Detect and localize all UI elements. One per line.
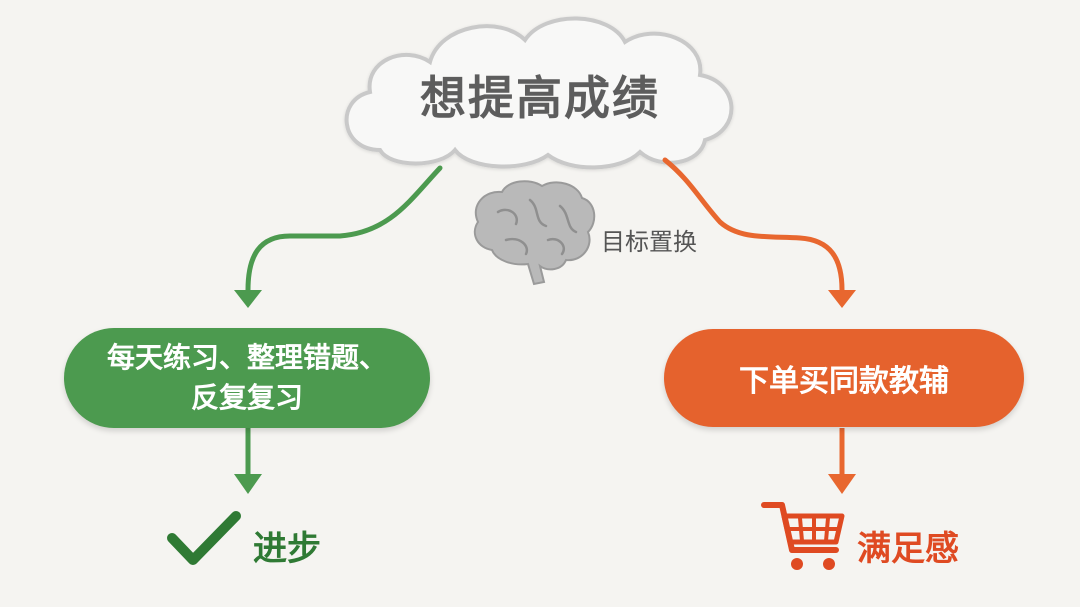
right-outcome-label: 满足感 xyxy=(857,529,959,569)
right-branch-arrow xyxy=(662,157,856,308)
left-outcome-label: 进步 xyxy=(253,529,321,569)
right-action-text: 下单买同款教辅 xyxy=(739,364,949,399)
goal-text: 想提高成绩 xyxy=(420,71,660,125)
left-action-pill: 每天练习、整理错题、 反复复习 xyxy=(64,328,430,428)
checkmark-icon xyxy=(167,511,241,565)
right-down-arrow xyxy=(828,428,856,494)
brain-icon xyxy=(473,180,596,286)
cloud-shape xyxy=(344,16,734,170)
shopping-cart-icon xyxy=(761,502,845,570)
right-action-pill: 下单买同款教辅 xyxy=(664,329,1024,427)
left-branch-arrow xyxy=(234,165,443,308)
left-down-arrow xyxy=(234,428,262,494)
left-action-text: 每天练习、整理错题、 反复复习 xyxy=(106,341,387,414)
brain-label: 目标置换 xyxy=(601,228,697,256)
